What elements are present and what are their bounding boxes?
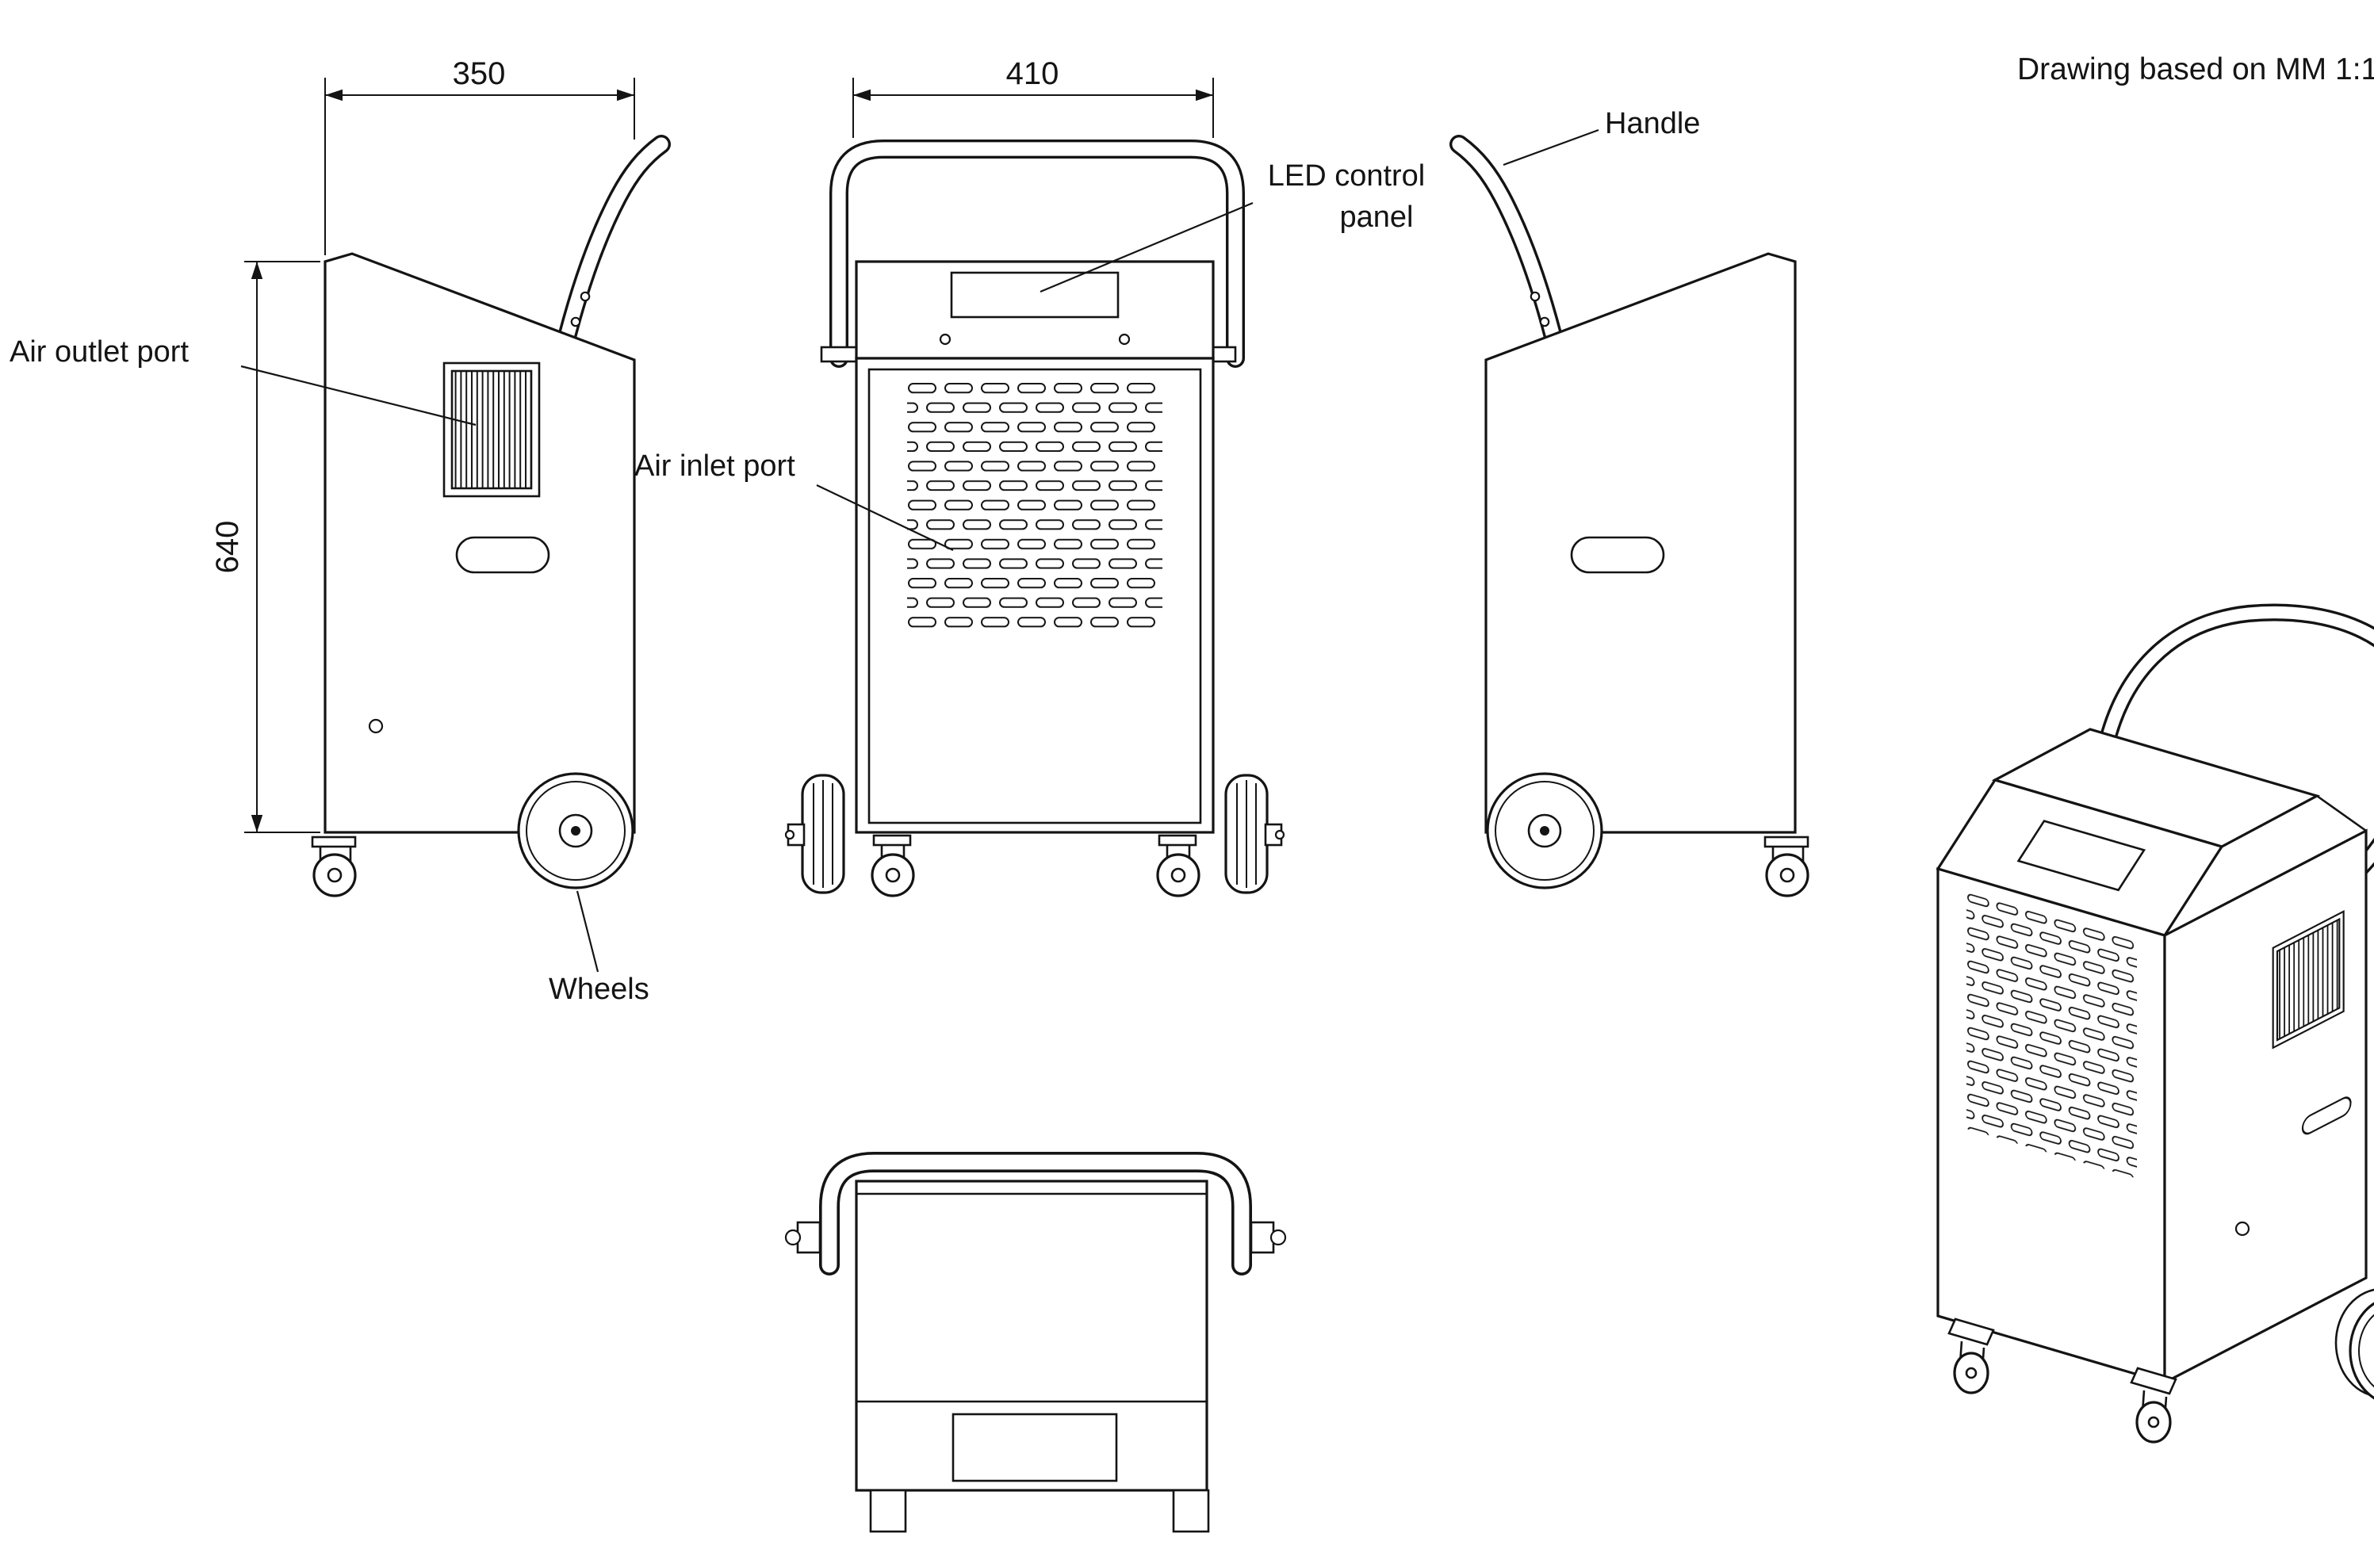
- front-caster: [1763, 836, 1809, 897]
- rear-wheel-right: [1224, 774, 1285, 894]
- handle-screw-icon: [570, 316, 581, 327]
- handle-screw-icon: [1539, 316, 1550, 327]
- left-side-view: 350 640: [10, 56, 671, 1006]
- led-control-panel: [950, 271, 1120, 319]
- dimension-width-value: 410: [1006, 56, 1059, 91]
- dimension-width-410: 410: [852, 56, 1214, 138]
- wheel-axle-left: [784, 1221, 821, 1254]
- drain-hole: [2234, 1221, 2250, 1237]
- recessed-grip: [2301, 1096, 2352, 1135]
- top-view: [784, 1152, 1287, 1533]
- handle-frame: [820, 140, 1245, 368]
- scale-note: Drawing based on MM 1:1: [2017, 52, 2374, 86]
- front-caster-left: [871, 834, 915, 897]
- led-panel-label-line2: panel: [1340, 201, 1414, 234]
- rear-wheel: [517, 772, 634, 889]
- handle-leader-line: [1503, 128, 1599, 166]
- front-caster: [311, 836, 357, 897]
- dimension-height-value: 640: [210, 521, 245, 574]
- wheels-leader-line: [576, 890, 599, 973]
- led-panel-label-line1: LED control: [1268, 159, 1426, 193]
- handle-tube: [549, 135, 671, 382]
- handle-screw-icon: [1530, 291, 1541, 302]
- air-outlet-label: Air outlet port: [10, 335, 189, 369]
- top-panel-section: [855, 260, 1215, 360]
- drain-hole: [368, 718, 384, 734]
- rear-wheel-left: [784, 774, 845, 894]
- air-inlet-leader-line: [816, 484, 954, 551]
- recessed-grip: [1570, 536, 1665, 574]
- front-caster-left: [1947, 1318, 1995, 1394]
- air-inlet-label: Air inlet port: [634, 449, 795, 483]
- led-control-panel: [952, 1413, 1118, 1482]
- air-outlet-grille: [442, 361, 541, 498]
- rear-wheel: [1486, 772, 1603, 889]
- air-outlet-leader-line: [240, 365, 477, 426]
- air-outlet-grille: [2272, 910, 2345, 1050]
- wheels-label: Wheels: [549, 973, 649, 1006]
- caster-foot: [869, 1489, 907, 1533]
- led-panel-leader-line: [1040, 201, 1254, 293]
- led-control-panel: [2016, 820, 2146, 892]
- front-caster-right: [1156, 834, 1200, 897]
- handle-loop: [819, 1152, 1252, 1275]
- caster-foot: [1172, 1489, 1210, 1533]
- rear-wheel: [2334, 1288, 2374, 1400]
- front-view: 410: [634, 56, 1426, 897]
- screw-icon: [939, 333, 952, 346]
- front-caster-right: [2130, 1367, 2177, 1444]
- wheel-axle-right: [1250, 1221, 1287, 1254]
- handle-loop: [2094, 603, 2374, 884]
- air-inlet-grille: [907, 377, 1162, 629]
- recessed-grip: [455, 536, 550, 574]
- dimension-height-640: 640: [210, 261, 320, 833]
- air-inlet-grille: [1966, 891, 2138, 1179]
- isometric-view: [1936, 603, 2374, 1444]
- screw-icon: [1118, 333, 1131, 346]
- handle-mount: [820, 346, 861, 363]
- handle-label: Handle: [1605, 107, 1700, 140]
- dimension-depth-value: 350: [453, 56, 506, 91]
- right-side-view: Handle: [1449, 107, 1809, 897]
- dimension-depth-350: 350: [324, 56, 635, 255]
- handle-screw-icon: [580, 291, 591, 302]
- handle-tube: [1449, 135, 1572, 382]
